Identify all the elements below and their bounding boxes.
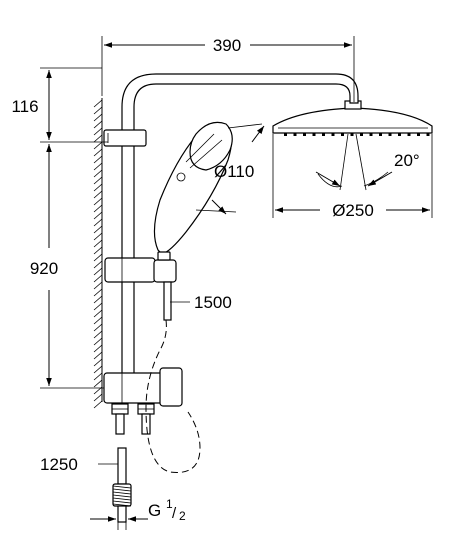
nozzle [350,133,354,136]
nozzle [388,133,392,136]
dimension-1500: 1500 [170,293,232,312]
nozzle [407,133,411,136]
wall-hatch-line [93,267,103,276]
dimension-head-diameter: Ø250 [272,134,433,220]
wall-hatch-line [93,106,103,115]
dimension-110-label: Ø110 [214,162,254,181]
nozzle [341,133,344,136]
dimension-1500-label: 1500 [194,293,232,312]
dimension-hand-diameter: Ø110 [195,123,265,215]
hand-shower [153,121,233,261]
wall-hatch-line [93,295,103,304]
wall-hatch-line [93,239,103,248]
shower-arm [121,73,359,133]
wall-hatch-line [93,323,103,332]
wall-hatch-line [93,344,103,353]
head-shower [272,100,433,136]
nozzle [417,133,420,136]
dimension-angle-label: 20° [394,151,420,170]
wall-hatch-line [93,148,103,157]
wall-hatch-line [93,155,103,164]
dimension-1250: 1250 [40,455,118,474]
wall-hatch-line [93,169,103,178]
nozzle [293,133,297,136]
wall-hatch-line [93,197,103,206]
wall-hatch-line [93,190,103,199]
nozzle [284,133,287,136]
wall-hatch-line [93,253,103,262]
knurl-line [112,503,132,507]
wall-hatch-line [93,393,103,402]
wall-hatch-line [93,246,103,255]
wall-hatch-line [93,316,103,325]
wall-hatch-line [93,176,103,185]
nozzle [360,133,363,136]
wall-hatch-line [93,351,103,360]
dimension-920-label: 920 [30,259,58,278]
wall-hatch-line [93,127,103,136]
dimension-1250-label: 1250 [40,455,78,474]
wall-bracket-top [103,129,147,147]
wall-hatch-line [93,274,103,283]
dimension-116-label: 116 [11,97,38,116]
hand-shower-hose [145,319,201,473]
wall-hatch-line [93,309,103,318]
dimension-vertical: 116 920 [11,67,108,389]
wall-hatch-line [93,372,103,381]
wall-hatch-line [93,232,103,241]
wall-hatch-line [93,281,103,290]
nozzle [369,133,373,136]
wall-hatch-line [93,99,103,108]
knurl-line [112,494,132,498]
nozzle [312,133,316,136]
wall-hatch-line [93,260,103,269]
nozzle [331,133,335,136]
knurl-line [112,500,132,504]
dimension-390-label: 390 [213,36,241,55]
nozzle [303,133,306,136]
nozzle [379,133,382,136]
thread-denominator-label: 2 [179,509,186,523]
wall-hatch-line [93,302,103,311]
nozzle [322,133,325,136]
wall-hatch-line [93,365,103,374]
dimension-thread: G 1 / 2 [90,497,186,530]
wall-hatch-line [93,113,103,122]
wall-hatch-line [93,120,103,129]
wall-hatch-line [93,162,103,171]
wall-hatch-line [93,225,103,234]
wall-connectors [111,403,155,435]
knurl-line [112,497,132,501]
thread-slash: / [172,505,177,522]
wall-hatch-line [93,211,103,220]
thread-numerator-label: 1 [166,497,173,511]
slider-bracket [104,257,177,321]
knurl-line [112,488,132,492]
flex-hose [112,447,132,523]
wall-hatch-line [93,358,103,367]
wall-hatch-line [93,330,103,339]
wall-hatch-line [93,204,103,213]
wall-hatch-line [93,379,103,388]
dimension-250-label: Ø250 [332,201,374,220]
wall-hatch-line [93,134,103,143]
wall-hatch-line [93,337,103,346]
thread-prefix-label: G [148,501,161,520]
wall-hatch-line [93,288,103,297]
wall-hatch-line [93,218,103,227]
knurl-line [112,491,132,495]
thermostat-body [103,367,183,407]
knurl-line [112,485,132,489]
wall-hatch-line [93,141,103,150]
wall-hatch-line [93,400,103,409]
wall-hatch-line [93,183,103,192]
dimension-angle: 20° [315,133,420,191]
dimension-390: 390 [101,36,355,102]
nozzle [426,133,430,136]
wall [93,98,103,409]
nozzle [398,133,401,136]
